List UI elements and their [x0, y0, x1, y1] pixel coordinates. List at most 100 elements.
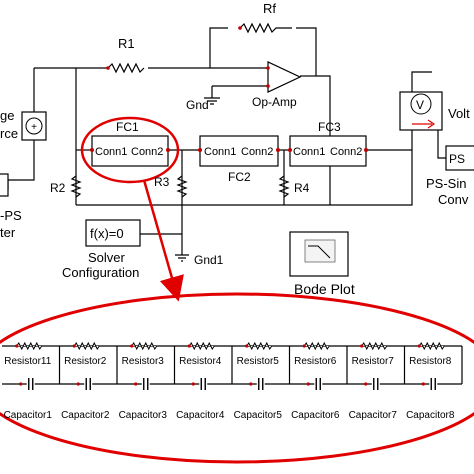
- label-gnd: Gnd: [186, 98, 209, 112]
- ladder-port: [191, 382, 195, 386]
- ladder-port: [130, 344, 134, 348]
- ladder-resistor: [418, 341, 445, 351]
- ladder-port: [302, 344, 306, 348]
- label-r4: R4: [294, 181, 310, 195]
- fc1-highlight-ellipse: [80, 116, 180, 184]
- ladder-capacitor-gap: [199, 378, 208, 390]
- ladder-port: [421, 382, 425, 386]
- capacitor-label: Capacitor2: [61, 410, 110, 421]
- svg-text:+: +: [31, 122, 37, 133]
- ladder-capacitor: [200, 378, 206, 390]
- resistor-label: Resistor7: [352, 356, 395, 367]
- label-r3: R3: [154, 175, 170, 189]
- ladder-resistor: [188, 341, 215, 351]
- label-fc1: FC1: [116, 120, 139, 134]
- capacitor-label: Capacitor8: [406, 410, 455, 421]
- label-r2: R2: [50, 181, 66, 195]
- ladder-zoom-ellipse: [0, 292, 474, 464]
- wires: [7, 27, 448, 255]
- ladder-capacitor-gap: [314, 378, 323, 390]
- ladder-port: [15, 344, 19, 348]
- voltage-source: +: [21, 111, 47, 141]
- ps-converter-block: [0, 173, 9, 197]
- fc3-block: [288, 135, 368, 167]
- fc2-block: [198, 135, 280, 167]
- capacitor-label: Capacitor4: [176, 410, 225, 421]
- ladder-resistor: [246, 341, 273, 351]
- label-ps-converter-1: -PS: [0, 208, 22, 223]
- ladder-capacitor-gap: [256, 378, 265, 390]
- rc-ladder: Resistor11Capacitor1Resistor2Capacitor2R…: [2, 341, 463, 421]
- resistor-r4: [278, 175, 290, 198]
- solver-expression: f(x)=0: [90, 226, 124, 241]
- zoom-arrow: [142, 179, 184, 302]
- label-opamp: Op-Amp: [252, 95, 297, 109]
- voltmeter-symbol: V: [416, 98, 424, 112]
- resistor-label: Resistor5: [237, 356, 280, 367]
- capacitor-label: Capacitor5: [234, 410, 283, 421]
- ladder-capacitor: [258, 378, 264, 390]
- ladder-port: [245, 344, 249, 348]
- voltmeter: [399, 91, 443, 131]
- ladder-capacitor: [315, 378, 321, 390]
- fc1-conn1-label: Conn1: [95, 146, 127, 158]
- ladder-capacitor-gap: [84, 378, 93, 390]
- resistor-label: Resistor11: [4, 356, 51, 367]
- fc1-block: [90, 135, 170, 167]
- fc2-conn2-label: Conn2: [241, 146, 273, 158]
- label-solver-2: Configuration: [62, 265, 139, 280]
- ladder-capacitor-gap: [141, 378, 150, 390]
- resistor-r2: [70, 175, 82, 198]
- ladder-resistor: [16, 341, 43, 351]
- ladder-capacitor: [430, 378, 436, 390]
- fc1-conn2-label: Conn2: [131, 146, 163, 158]
- ladder-capacitor: [143, 378, 149, 390]
- capacitor-label: Capacitor3: [119, 410, 168, 421]
- label-fc3: FC3: [318, 120, 341, 134]
- fc2-conn1-label: Conn1: [204, 146, 236, 158]
- bode-plot-block: [289, 231, 349, 277]
- ladder-capacitor: [373, 378, 379, 390]
- label-voltage-source-1: ge: [0, 108, 14, 123]
- ladder-port: [187, 344, 191, 348]
- ladder-resistor: [303, 341, 330, 351]
- ladder-port: [72, 344, 76, 348]
- ladder-resistor: [361, 341, 388, 351]
- capacitor-label: Capacitor1: [4, 410, 53, 421]
- capacitor-label: Capacitor7: [349, 410, 398, 421]
- ladder-port: [360, 344, 364, 348]
- ladder-port: [417, 344, 421, 348]
- ladder-port: [134, 382, 138, 386]
- label-ps-converter-2: ter: [0, 225, 16, 240]
- ladder-port: [364, 382, 368, 386]
- label-voltage-source-2: rce: [0, 126, 18, 141]
- resistor-r1: [106, 62, 145, 74]
- label-voltmeter: Volt: [448, 106, 470, 121]
- label-ps-sim-1: PS-Sin: [426, 176, 466, 191]
- ladder-port: [306, 382, 310, 386]
- label-rf: Rf: [263, 1, 276, 16]
- resistor-label: Resistor8: [409, 356, 452, 367]
- ladder-capacitor: [28, 378, 34, 390]
- ladder-resistor: [73, 341, 100, 351]
- ground-symbol: [204, 97, 220, 105]
- label-gnd1: Gnd1: [194, 253, 224, 267]
- ladder-resistor: [131, 341, 158, 351]
- ps-block: [445, 145, 474, 171]
- label-ps-sim-2: Conv: [438, 192, 469, 207]
- ladder-capacitor-gap: [26, 378, 35, 390]
- capacitor-label: Capacitor6: [291, 410, 340, 421]
- label-bode-plot: Bode Plot: [294, 281, 355, 297]
- ladder-capacitor-gap: [371, 378, 380, 390]
- label-r1: R1: [118, 36, 135, 51]
- resistor-label: Resistor3: [122, 356, 165, 367]
- solver-block: [85, 219, 141, 247]
- label-ps-block: PS: [449, 152, 465, 166]
- resistor-r3: [176, 175, 188, 198]
- resistor-rf: [238, 22, 292, 34]
- fc3-conn1-label: Conn1: [293, 146, 325, 158]
- ladder-port: [19, 382, 23, 386]
- resistor-label: Resistor4: [179, 356, 222, 367]
- ladder-capacitor-gap: [429, 378, 438, 390]
